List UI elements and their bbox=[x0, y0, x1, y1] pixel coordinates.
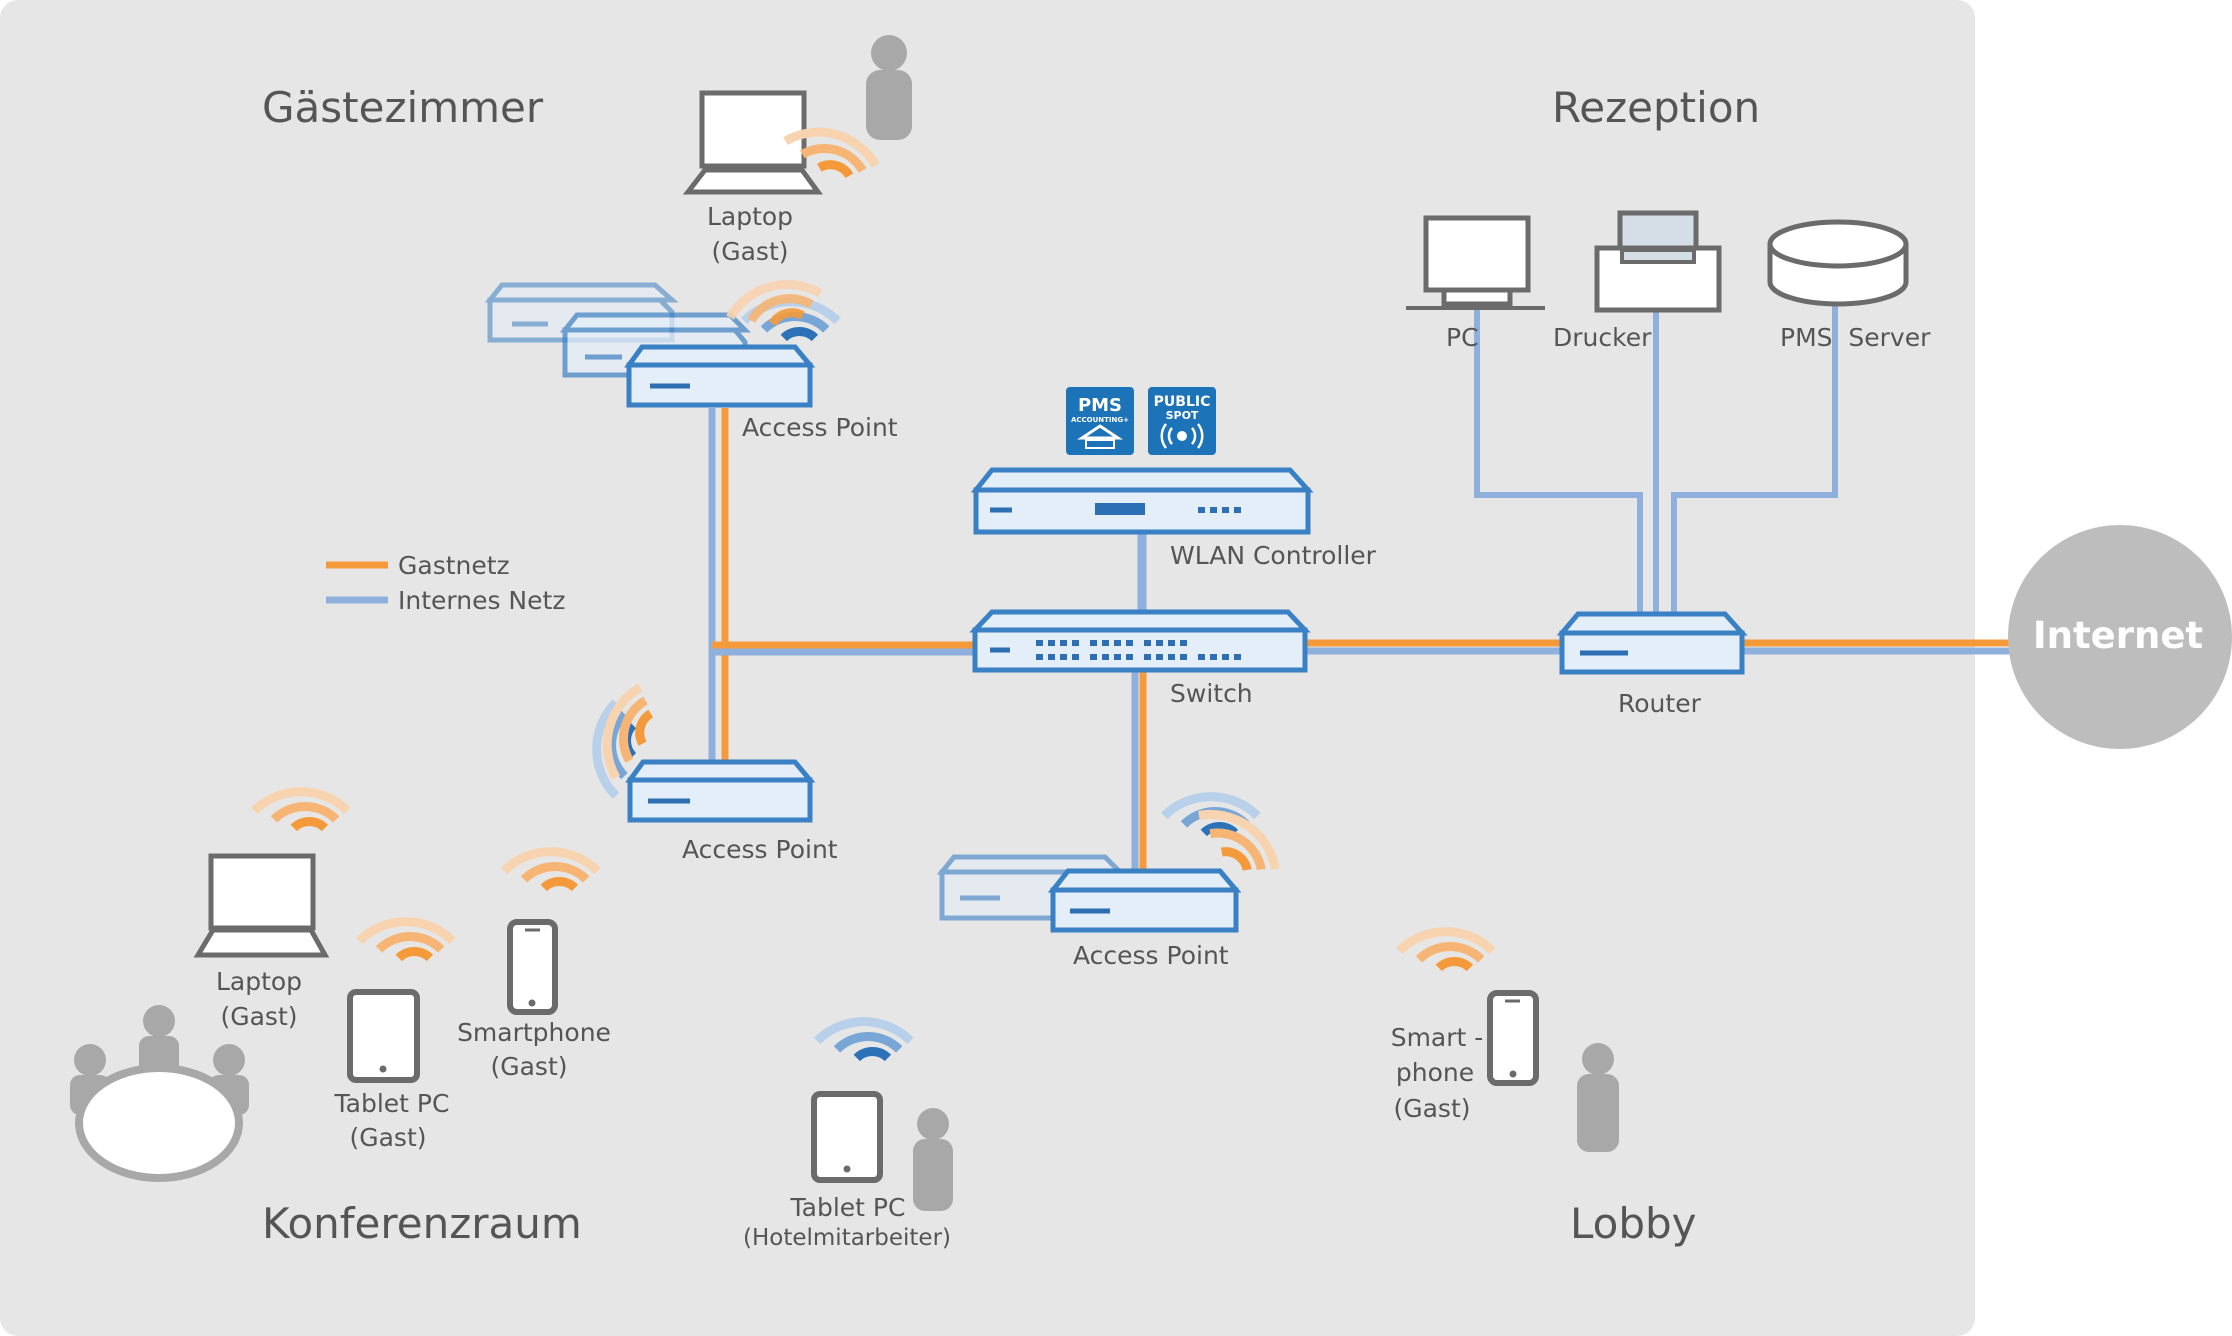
area-title-conference: Konferenzraum bbox=[262, 1199, 582, 1248]
access-point-middle-label: Access Point bbox=[682, 835, 838, 864]
internet-cloud: Internet bbox=[2008, 525, 2232, 749]
access-point-top-group: Access Point bbox=[484, 260, 898, 442]
access-point-top[interactable] bbox=[624, 344, 816, 408]
house-icon bbox=[1077, 424, 1123, 440]
laptop-guest-top[interactable]: Laptop (Gast) bbox=[682, 90, 876, 266]
wlan-controller[interactable]: WLAN Controller bbox=[970, 467, 1377, 570]
printer[interactable]: Drucker bbox=[1553, 210, 1722, 352]
broadcast-icon bbox=[1160, 423, 1204, 449]
badge-spot-title: SPOT bbox=[1166, 409, 1199, 422]
tablet-staff-label-line1: Tablet PC bbox=[790, 1193, 906, 1222]
badge-public-spot: PUBLIC SPOT bbox=[1148, 387, 1216, 455]
laptop-top-label-line1: Laptop bbox=[707, 202, 793, 231]
smartphone-lobby-label-line2: phone bbox=[1396, 1058, 1474, 1087]
pc-label: PC bbox=[1446, 323, 1479, 352]
smartphone-lobby-label-line1: Smart - bbox=[1391, 1023, 1484, 1052]
smartphone-lobby-label-line3: (Gast) bbox=[1393, 1094, 1470, 1123]
router-label: Router bbox=[1618, 689, 1702, 718]
printer-label: Drucker bbox=[1553, 323, 1652, 352]
smartphone-guest-lobby[interactable]: Smart - phone (Gast) bbox=[1391, 904, 1539, 1123]
badge-pms-title: PMS bbox=[1078, 395, 1122, 416]
wlan-controller-label: WLAN Controller bbox=[1170, 541, 1377, 570]
tablet-conf-label-line2: (Gast) bbox=[349, 1123, 426, 1152]
person-icon-lobby bbox=[1577, 1043, 1619, 1152]
switch-label: Switch bbox=[1170, 679, 1253, 708]
smartphone-guest-conference[interactable]: Smartphone (Gast) bbox=[457, 824, 611, 1081]
smartphone-conf-label-line2: (Gast) bbox=[490, 1052, 567, 1081]
pc[interactable]: PC bbox=[1406, 215, 1545, 352]
tablet-staff[interactable]: Tablet PC (Hotelmitarbeiter) bbox=[743, 994, 951, 1251]
badge-public-title: PUBLIC bbox=[1154, 394, 1211, 410]
cables bbox=[708, 305, 2010, 875]
switch[interactable]: Switch bbox=[969, 609, 1311, 708]
laptop-conf-label-line2: (Gast) bbox=[220, 1002, 297, 1031]
area-title-reception: Rezeption bbox=[1552, 83, 1760, 132]
badge-pms-sub: ACCOUNTING+ bbox=[1071, 416, 1129, 424]
legend: Gastnetz Internes Netz bbox=[326, 551, 565, 615]
legend-internal-net: Internes Netz bbox=[398, 586, 565, 615]
tablet-guest-conference[interactable]: Tablet PC (Gast) bbox=[334, 894, 453, 1152]
server[interactable]: PMS Server bbox=[1767, 219, 1931, 352]
legend-guest-net: Gastnetz bbox=[398, 551, 510, 580]
router[interactable]: Router bbox=[1556, 611, 1748, 718]
smartphone-conf-label-line1: Smartphone bbox=[457, 1018, 611, 1047]
badge-pms-accounting: PMS ACCOUNTING+ bbox=[1066, 387, 1134, 455]
internet-label: Internet bbox=[2033, 614, 2203, 657]
access-point-middle[interactable]: Access Point bbox=[625, 759, 838, 864]
area-title-guest-rooms: Gästezimmer bbox=[262, 83, 544, 132]
tablet-conf-label-line1: Tablet PC bbox=[334, 1089, 450, 1118]
bed-icon bbox=[1085, 439, 1115, 449]
server-label: PMS Server bbox=[1780, 323, 1931, 352]
conference-table bbox=[70, 1005, 249, 1182]
laptop-guest-conference[interactable]: Laptop (Gast) bbox=[193, 764, 348, 1031]
laptop-top-label-line2: (Gast) bbox=[711, 237, 788, 266]
person-icon-guest-room bbox=[866, 35, 912, 140]
laptop-conf-label-line1: Laptop bbox=[216, 967, 302, 996]
access-point-bottom-label: Access Point bbox=[1073, 941, 1229, 970]
area-title-lobby: Lobby bbox=[1570, 1199, 1697, 1248]
tablet-staff-label-line2: (Hotelmitarbeiter) bbox=[743, 1225, 951, 1251]
access-point-top-label: Access Point bbox=[742, 413, 898, 442]
person-icon-staff bbox=[913, 1108, 953, 1211]
access-point-bottom[interactable]: Access Point bbox=[1047, 868, 1242, 970]
